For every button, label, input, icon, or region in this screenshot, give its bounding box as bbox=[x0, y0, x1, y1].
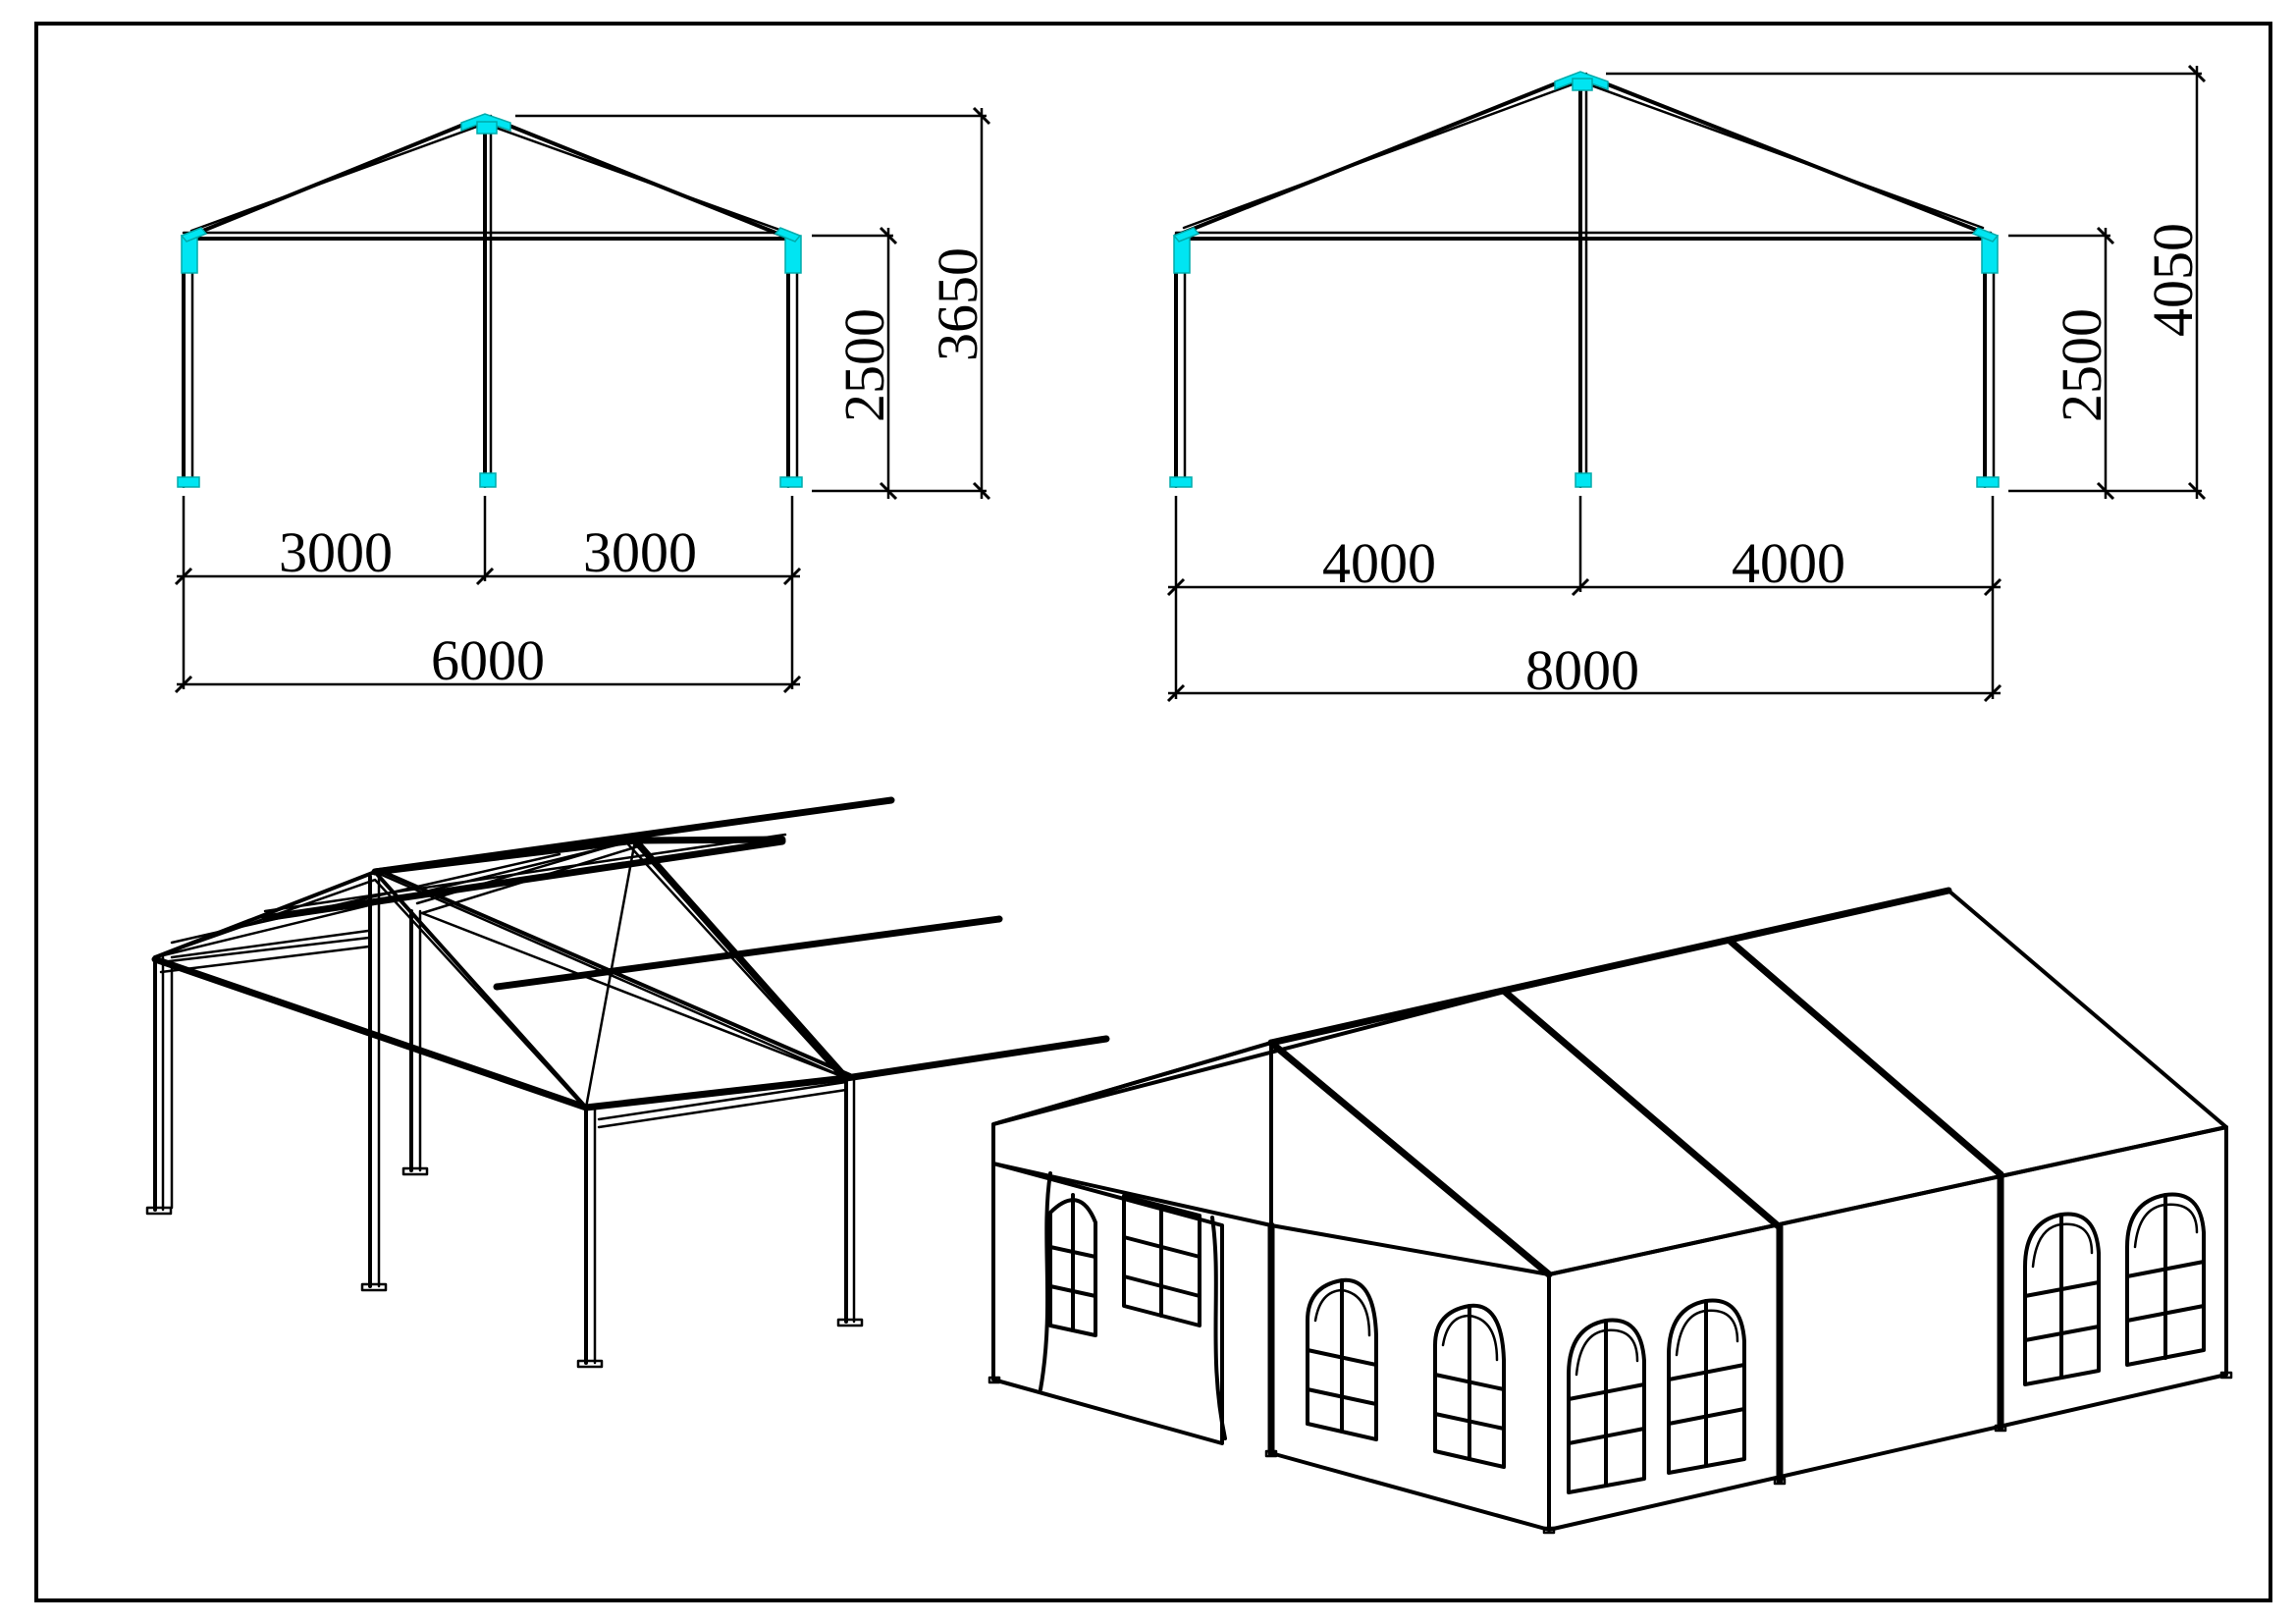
tent-base-feet bbox=[988, 1371, 2233, 1535]
tent-left-wall bbox=[991, 1162, 1224, 1445]
window bbox=[1567, 1318, 1646, 1494]
vertical-dimensions bbox=[1606, 64, 2207, 501]
dim-span-left: 4000 bbox=[1322, 531, 1436, 595]
columns bbox=[182, 114, 799, 488]
window bbox=[1122, 1194, 1201, 1327]
window bbox=[1306, 1277, 1378, 1441]
frame-eave-beams bbox=[151, 915, 1110, 1129]
tent-side-wall bbox=[1547, 1125, 2228, 1532]
cyan-connectors bbox=[1169, 71, 2000, 488]
window bbox=[1433, 1303, 1506, 1469]
eave-beam bbox=[1174, 231, 1993, 241]
dim-eave-height: 2500 bbox=[832, 308, 896, 422]
dim-ridge-height: 3650 bbox=[926, 247, 989, 361]
dim-span-right: 3000 bbox=[583, 520, 697, 584]
dim-eave-height: 2500 bbox=[2050, 308, 2113, 422]
frame-ridge-purlins bbox=[261, 796, 895, 922]
roof-rafters bbox=[1174, 72, 1993, 238]
dim-total-width: 6000 bbox=[431, 628, 545, 692]
window bbox=[2125, 1192, 2206, 1367]
dim-ridge-height: 4050 bbox=[2141, 223, 2205, 337]
isometric-tent bbox=[988, 887, 2233, 1535]
window bbox=[2023, 1212, 2101, 1386]
frame-cross-bracing bbox=[153, 839, 848, 1110]
drawing-frame bbox=[34, 22, 2272, 1602]
dim-total-width: 8000 bbox=[1525, 638, 1639, 702]
window bbox=[1667, 1298, 1746, 1475]
isometric-frame-structure bbox=[145, 796, 1110, 1369]
front-view-8m: 4000 4000 8000 2500 4050 bbox=[1166, 64, 2207, 703]
vertical-dimensions bbox=[515, 106, 991, 501]
dim-span-left: 3000 bbox=[279, 520, 393, 584]
cyan-connectors bbox=[177, 113, 803, 488]
tent-door-curtain bbox=[1039, 1171, 1052, 1391]
window bbox=[1048, 1193, 1097, 1337]
front-view-6m: 3000 3000 6000 2500 3650 bbox=[174, 106, 991, 694]
tent-front-wall bbox=[1269, 1223, 1551, 1532]
horizontal-dimensions bbox=[1166, 496, 2002, 703]
tent-windows bbox=[1048, 1192, 2206, 1494]
columns bbox=[1174, 72, 1996, 488]
dim-span-right: 4000 bbox=[1732, 531, 1845, 595]
horizontal-dimensions bbox=[174, 496, 802, 694]
frame-columns bbox=[145, 875, 864, 1369]
